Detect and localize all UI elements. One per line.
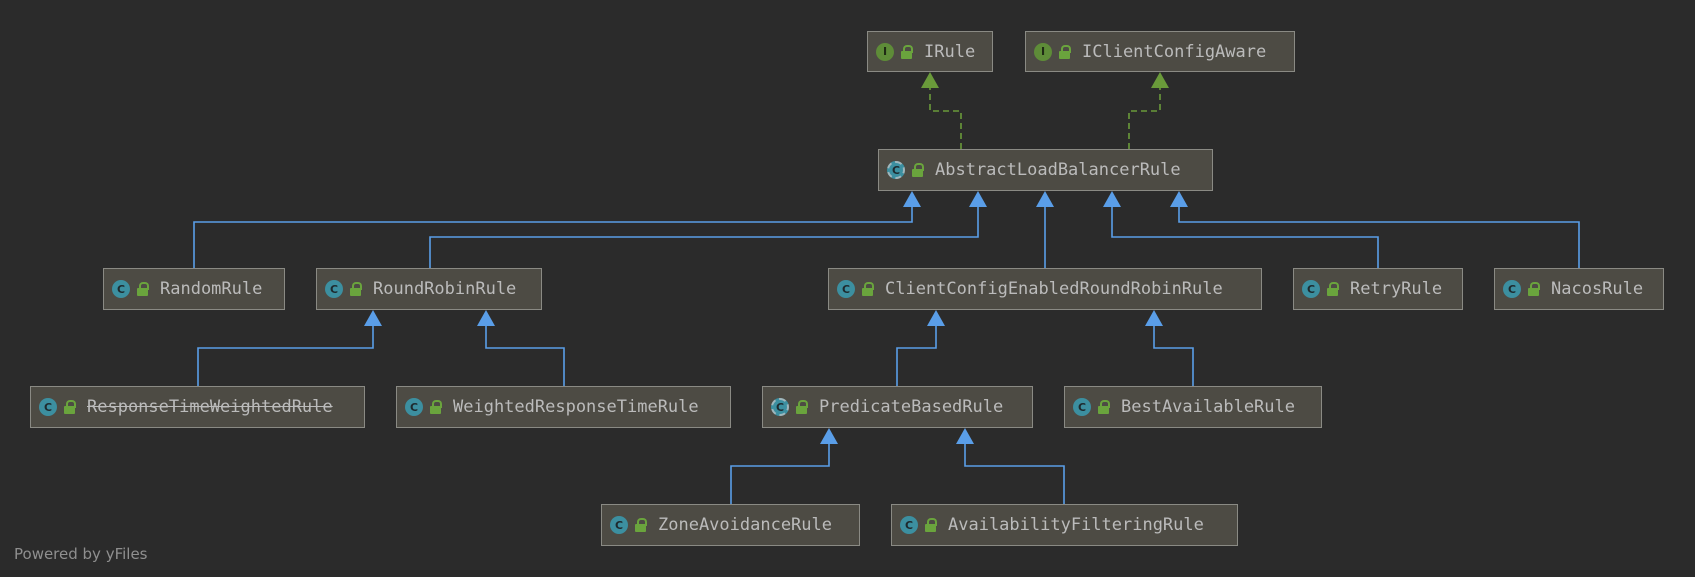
- public-lock-icon: [901, 44, 913, 59]
- arrow-head: [1103, 191, 1121, 207]
- node-label: PredicateBasedRule: [819, 397, 1004, 417]
- public-lock-icon: [1528, 282, 1540, 296]
- node-label: NacosRule: [1551, 279, 1644, 299]
- public-lock-icon: [912, 163, 924, 177]
- powered-by-footer: Powered by yFiles: [14, 545, 148, 563]
- node-alb[interactable]: C AbstractLoadBalancerRule: [878, 149, 1213, 191]
- edge-nacos-alb: [1170, 191, 1580, 268]
- public-lock-icon: [64, 400, 76, 414]
- node-label: ResponseTimeWeightedRule: [87, 397, 333, 417]
- arrow-head: [1145, 310, 1163, 326]
- node-irule[interactable]: I IRule: [867, 31, 993, 72]
- node-wrt[interactable]: C WeightedResponseTimeRule: [396, 386, 731, 428]
- public-lock-icon: [635, 518, 647, 532]
- arrow-head: [903, 191, 921, 207]
- class-icon: C: [39, 398, 57, 416]
- node-label: BestAvailableRule: [1121, 397, 1295, 417]
- class-icon: C: [900, 516, 918, 534]
- arrow-head: [820, 428, 838, 444]
- arrow-head: [364, 310, 382, 326]
- node-random[interactable]: C RandomRule: [103, 268, 285, 310]
- edge-alb-irule: [921, 72, 962, 149]
- node-label: IClientConfigAware: [1082, 41, 1267, 62]
- edge-bar-ccerr: [1145, 310, 1194, 386]
- arrow-head: [969, 191, 987, 207]
- node-retry[interactable]: C RetryRule: [1293, 268, 1463, 310]
- edge-rtw-rr: [197, 310, 382, 386]
- class-icon: C: [405, 398, 423, 416]
- edge-ccerr-alb: [1036, 191, 1054, 268]
- class-icon: C: [610, 516, 628, 534]
- node-label: ZoneAvoidanceRule: [658, 515, 832, 535]
- node-label: ClientConfigEnabledRoundRobinRule: [885, 279, 1223, 299]
- node-nacos[interactable]: C NacosRule: [1494, 268, 1664, 310]
- edge-pbr-ccerr: [896, 310, 945, 386]
- edge-wrt-rr: [477, 310, 565, 386]
- arrow-head: [1151, 72, 1169, 88]
- arrow-head: [921, 72, 939, 88]
- edge-zar-pbr: [730, 428, 838, 504]
- public-lock-icon: [350, 282, 362, 296]
- public-lock-icon: [925, 518, 937, 532]
- public-lock-icon: [862, 282, 874, 296]
- node-label: RoundRobinRule: [373, 279, 517, 299]
- node-rr[interactable]: C RoundRobinRule: [316, 268, 542, 310]
- node-rtw[interactable]: C ResponseTimeWeightedRule: [30, 386, 365, 428]
- arrow-head: [477, 310, 495, 326]
- public-lock-icon: [1327, 282, 1339, 296]
- edge-alb-iclient: [1128, 72, 1169, 149]
- node-label: RetryRule: [1350, 279, 1443, 299]
- interface-icon: I: [1034, 42, 1052, 61]
- class-icon: C: [1302, 280, 1320, 298]
- public-lock-icon: [796, 400, 808, 414]
- interface-icon: I: [876, 42, 894, 61]
- class-icon: C: [112, 280, 130, 298]
- edge-afr-pbr: [956, 428, 1065, 504]
- node-pbr[interactable]: C PredicateBasedRule: [762, 386, 1033, 428]
- public-lock-icon: [137, 282, 149, 296]
- class-icon: C: [325, 280, 343, 298]
- abstract-class-icon: C: [887, 161, 905, 179]
- node-label: AvailabilityFilteringRule: [948, 515, 1204, 535]
- node-iclient[interactable]: I IClientConfigAware: [1025, 31, 1295, 72]
- class-icon: C: [1073, 398, 1091, 416]
- node-bar[interactable]: C BestAvailableRule: [1064, 386, 1322, 428]
- node-ccerr[interactable]: C ClientConfigEnabledRoundRobinRule: [828, 268, 1262, 310]
- edge-retry-alb: [1103, 191, 1379, 268]
- class-icon: C: [1503, 280, 1521, 298]
- node-afr[interactable]: C AvailabilityFilteringRule: [891, 504, 1238, 546]
- arrow-head: [927, 310, 945, 326]
- arrow-head: [1170, 191, 1188, 207]
- arrow-head: [1036, 191, 1054, 207]
- node-label: WeightedResponseTimeRule: [453, 397, 699, 417]
- public-lock-icon: [430, 400, 442, 414]
- node-zar[interactable]: C ZoneAvoidanceRule: [601, 504, 860, 546]
- arrow-head: [956, 428, 974, 444]
- node-label: RandomRule: [160, 279, 263, 299]
- node-label: AbstractLoadBalancerRule: [935, 160, 1181, 180]
- public-lock-icon: [1098, 400, 1110, 414]
- edge-random-alb: [193, 191, 921, 268]
- class-icon: C: [837, 280, 855, 298]
- node-label: IRule: [924, 41, 976, 62]
- edge-rr-alb: [429, 191, 987, 268]
- abstract-class-icon: C: [771, 398, 789, 416]
- public-lock-icon: [1059, 44, 1071, 59]
